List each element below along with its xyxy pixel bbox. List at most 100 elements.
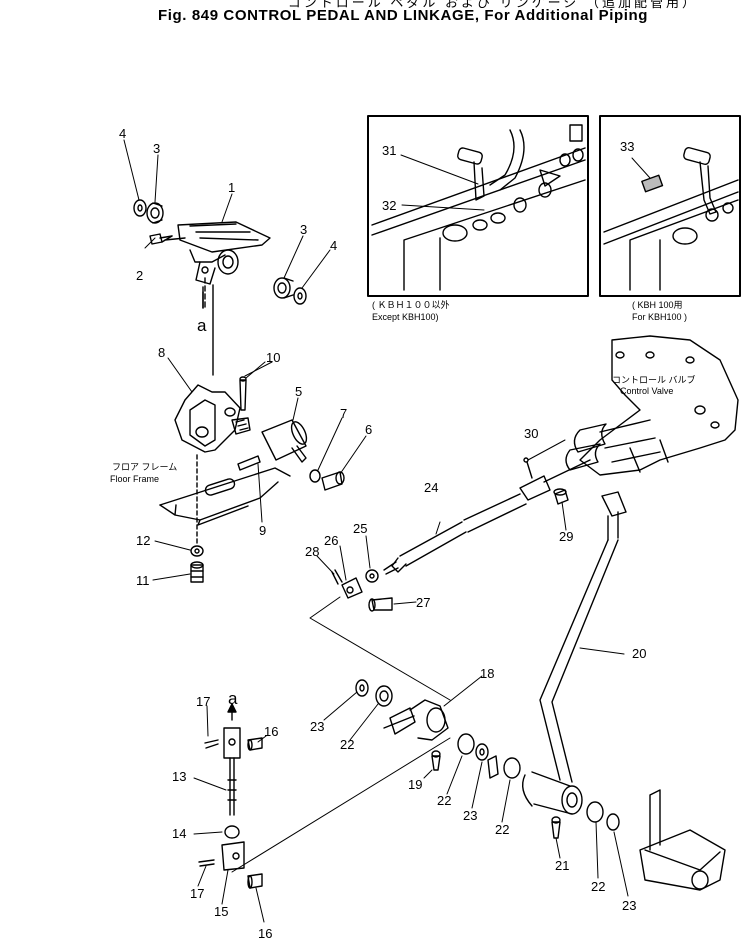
inset-left-caption: Except KBH100)	[372, 312, 439, 322]
part-number: 15	[214, 904, 228, 919]
part-number: 22	[495, 822, 509, 837]
bushing-22-right	[503, 757, 521, 779]
pin-30	[523, 457, 533, 479]
floor-frame-label-jp: フロア フレーム	[112, 462, 177, 472]
pin-10	[239, 376, 247, 411]
figure-title-japanese: コントロール ペダル および リンケージ （追加配管用）	[287, 0, 698, 10]
part-number: 14	[172, 826, 186, 841]
part-number: 16	[264, 724, 278, 739]
washer-clip	[487, 755, 499, 779]
part-numbers: 1 2 3 3 4 4 5 6 7 8 9 10 11 12 13 14 15 …	[119, 126, 646, 939]
part-number: 32	[382, 198, 396, 213]
washer-23-top	[355, 679, 369, 697]
control-valve-label-jp: コントロール バルブ	[612, 374, 696, 385]
callout-a-bottom: a	[228, 689, 238, 708]
pin-5	[261, 419, 308, 463]
part-number: 8	[158, 345, 165, 360]
bushing-22-far-right	[586, 801, 604, 823]
part-number: 7	[340, 406, 347, 421]
part-number: 12	[136, 533, 150, 548]
part-number: 30	[524, 426, 538, 441]
grease-fitting-19	[431, 750, 441, 771]
part-number: 16	[258, 926, 272, 939]
floor-frame	[159, 454, 291, 546]
rod-24	[383, 459, 591, 575]
pin-27	[368, 597, 393, 612]
part-number: 18	[480, 666, 494, 681]
part-number: 28	[305, 544, 319, 559]
part-number: 24	[424, 480, 438, 495]
part-number: 19	[408, 777, 422, 792]
part-number: 10	[266, 350, 280, 365]
shaft-18	[383, 699, 449, 741]
link-line	[309, 596, 451, 701]
grease-fitting-21	[551, 816, 561, 839]
control-valve-label: Control Valve	[620, 386, 673, 396]
part-number: 17	[190, 886, 204, 901]
part-number: 31	[382, 143, 396, 158]
inset-right-caption-jp: ( KBH 100用	[632, 300, 683, 310]
part-number: 6	[365, 422, 372, 437]
part-number: 17	[196, 694, 210, 709]
part-number: 11	[136, 573, 150, 588]
part-number: 3	[300, 222, 307, 237]
nut-14	[224, 825, 240, 839]
part-number: 20	[632, 646, 646, 661]
part-number: 9	[259, 523, 266, 538]
pin-9	[237, 455, 261, 471]
part-number: 25	[353, 521, 367, 536]
lever-20	[522, 491, 627, 815]
inset-captions: ( ＫＢＨ１００以外 Except KBH100) ( KBH 100用 For…	[110, 299, 696, 708]
part-number: 23	[622, 898, 636, 913]
bolt-6	[321, 471, 345, 491]
part-number: 1	[228, 180, 235, 195]
part-number: 26	[324, 533, 338, 548]
part-number: 27	[416, 595, 430, 610]
part-number: 22	[340, 737, 354, 752]
washer-4-right	[293, 287, 307, 305]
part-number: 21	[555, 858, 569, 873]
part-number: 33	[620, 139, 634, 154]
cotter-17-bottom	[198, 859, 215, 867]
bracket-8	[174, 384, 251, 453]
inset-left-caption-jp: ( ＫＢＨ１００以外	[372, 299, 450, 310]
leader-lines	[123, 139, 651, 923]
bolt-29	[553, 488, 569, 505]
part-number: 4	[119, 126, 126, 141]
bushing-3-left	[146, 202, 164, 224]
part-number: 3	[153, 141, 160, 156]
figure-title: Fig. 849 CONTROL PEDAL AND LINKAGE, For …	[158, 7, 649, 24]
bushing-22-mid	[457, 733, 475, 755]
nut-25	[365, 569, 379, 583]
part-number: 23	[310, 719, 324, 734]
part-number: 4	[330, 238, 337, 253]
washer-12	[190, 545, 204, 557]
washer-7	[309, 469, 321, 483]
washer-23-mid	[475, 743, 489, 761]
bushing-22-top	[375, 685, 393, 707]
clevis-top	[223, 727, 241, 759]
part-number: 22	[437, 793, 451, 808]
pedal-assembly	[161, 221, 271, 376]
inset-for-kbh100	[599, 115, 741, 297]
washer-4-left	[133, 199, 147, 217]
cotter-17-top	[204, 739, 219, 749]
washer-23-far-right	[606, 813, 620, 831]
part-number: 5	[295, 384, 302, 399]
part-number: 2	[136, 268, 143, 283]
rod-13	[227, 757, 237, 816]
part-number: 13	[172, 769, 186, 784]
link-line-lower	[231, 737, 451, 873]
part-number: 29	[559, 529, 573, 544]
callout-a-arrowhead	[227, 703, 237, 713]
control-valve	[565, 335, 739, 476]
pin-16-top	[247, 737, 263, 751]
callout-a-top: a	[197, 316, 207, 335]
bushing-3-right	[273, 277, 294, 299]
part-number: 23	[463, 808, 477, 823]
frame-bracket-right	[639, 789, 726, 891]
bolt-11	[190, 561, 204, 583]
inset-right-caption: For KBH100 )	[632, 312, 687, 322]
part-number: 22	[591, 879, 605, 894]
